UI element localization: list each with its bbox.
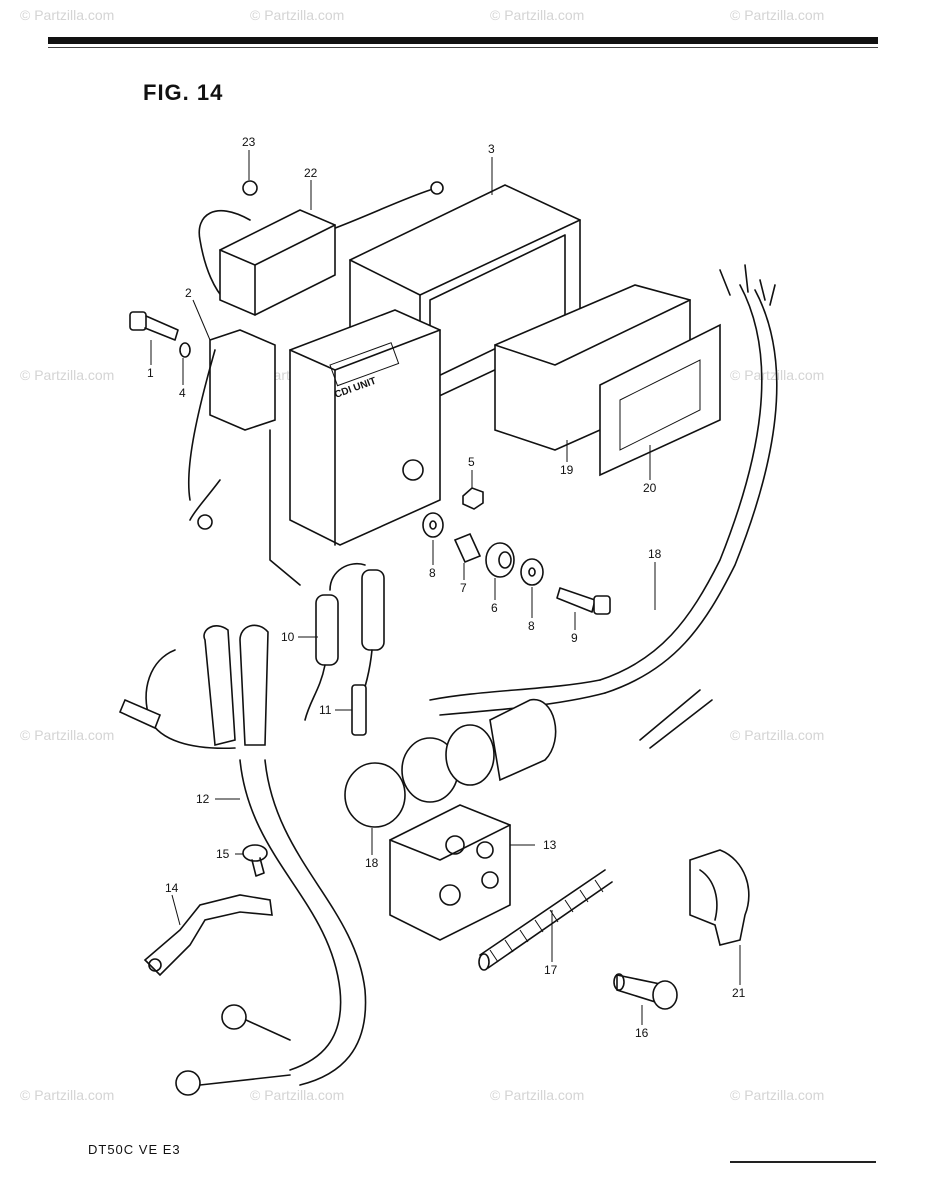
part-fuse-holder — [304, 563, 385, 721]
part-bolt — [129, 311, 179, 341]
callout-14: 14 — [165, 881, 179, 895]
watermarks: © Partzilla.com © Partzilla.com © Partzi… — [20, 7, 824, 1103]
callout-6: 6 — [491, 601, 498, 615]
part-clamp-block — [187, 329, 276, 530]
callout-8b: 8 — [528, 619, 535, 633]
part-wire-clamp — [689, 849, 750, 946]
part-washer — [179, 342, 191, 358]
part-cap — [613, 973, 678, 1010]
part-battery-cable — [118, 624, 367, 1096]
part-bolt-lower — [556, 587, 611, 615]
watermark-12: © Partzilla.com — [490, 1087, 584, 1103]
callout-20: 20 — [643, 481, 657, 495]
part-nut — [462, 487, 484, 510]
part-cdi-unit: CDI UNIT — [269, 309, 441, 586]
part-collar — [453, 532, 482, 564]
part-washer-right — [520, 558, 544, 586]
part-fuse — [351, 684, 367, 736]
callout-10: 10 — [281, 630, 295, 644]
callout-4: 4 — [179, 386, 186, 400]
leader-lines — [150, 150, 741, 1025]
callout-8a: 8 — [429, 566, 436, 580]
callout-16: 16 — [635, 1026, 649, 1040]
callout-12: 12 — [196, 792, 210, 806]
callout-18a: 18 — [648, 547, 662, 561]
watermark-1: © Partzilla.com — [20, 7, 114, 23]
part-screw — [242, 844, 268, 877]
callout-21: 21 — [732, 986, 746, 1000]
watermark-9: © Partzilla.com — [730, 727, 824, 743]
figure-title: FIG. 14 — [143, 80, 224, 105]
callout-5: 5 — [468, 455, 475, 469]
watermark-11: © Partzilla.com — [250, 1087, 344, 1103]
part-washer-left — [422, 512, 444, 538]
part-wire-harness — [429, 264, 778, 749]
header-rule-thin — [48, 47, 878, 48]
callout-13: 13 — [543, 838, 557, 852]
callout-7: 7 — [460, 581, 467, 595]
callout-labels: 23 22 3 2 1 4 5 19 20 8 7 6 8 9 18 10 11… — [147, 135, 746, 1040]
part-cable-clamp — [143, 894, 273, 977]
part-grommet — [485, 542, 515, 578]
model-code: DT50C VE E3 — [88, 1142, 181, 1157]
watermark-4: © Partzilla.com — [730, 7, 824, 23]
part-circuit-plate — [599, 323, 721, 477]
watermark-3: © Partzilla.com — [490, 7, 584, 23]
callout-3: 3 — [488, 142, 495, 156]
footer-rule — [730, 1161, 876, 1163]
part-connector — [344, 699, 557, 828]
callout-19: 19 — [560, 463, 574, 477]
callout-18b: 18 — [365, 856, 379, 870]
callout-17: 17 — [544, 963, 558, 977]
callout-11: 11 — [319, 703, 332, 717]
part-rubber-cap — [389, 804, 511, 941]
callout-22: 22 — [304, 166, 318, 180]
header-rule — [48, 37, 878, 44]
part-spiral-tube — [478, 869, 613, 971]
callout-15: 15 — [216, 847, 230, 861]
callout-9: 9 — [571, 631, 578, 645]
watermark-5: © Partzilla.com — [20, 367, 114, 383]
watermark-13: © Partzilla.com — [730, 1087, 824, 1103]
callout-1: 1 — [147, 366, 154, 380]
part-ground-lead — [198, 180, 444, 301]
callout-23: 23 — [242, 135, 256, 149]
watermark-2: © Partzilla.com — [250, 7, 344, 23]
callout-2: 2 — [185, 286, 192, 300]
part-rectifier-regulator — [219, 209, 336, 316]
watermark-10: © Partzilla.com — [20, 1087, 114, 1103]
watermark-8: © Partzilla.com — [20, 727, 114, 743]
